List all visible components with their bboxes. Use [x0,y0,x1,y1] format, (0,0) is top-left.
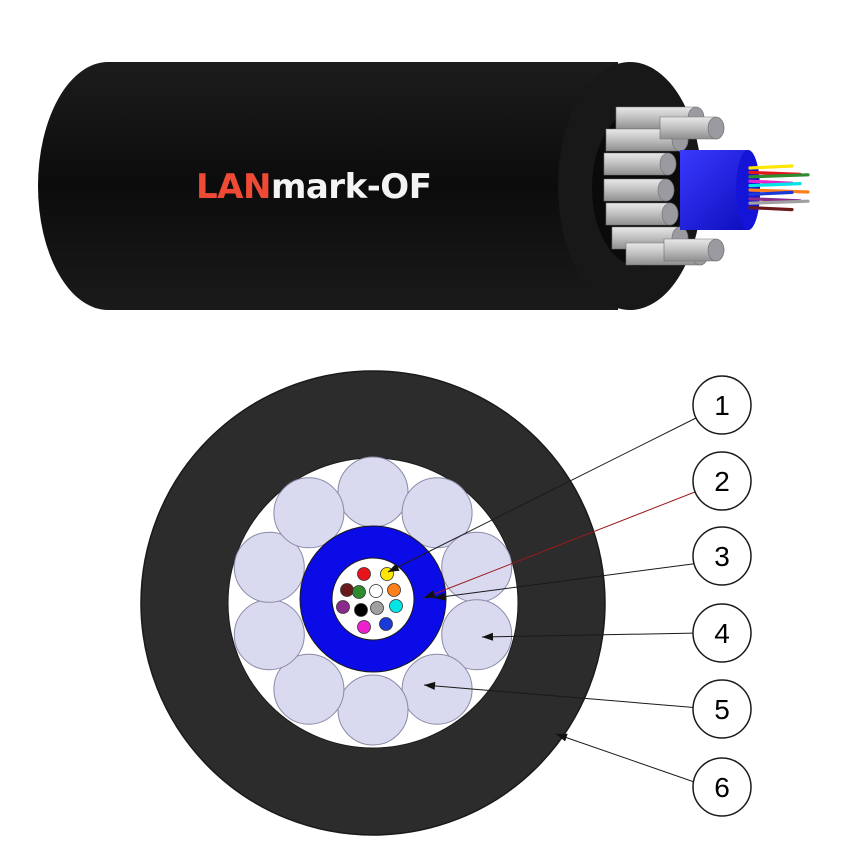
optical-fiber [354,603,368,617]
callout-6: 6 [692,757,752,817]
strength-member [441,599,513,671]
brand-prefix: LAN [196,167,271,207]
callout-leaders [387,415,701,785]
callout-6-label: 6 [714,772,730,803]
optical-fiber [387,583,401,597]
optical-fiber [369,584,383,598]
brand-logo: LANmark-OF [196,167,431,207]
fiber-3d [748,182,802,188]
strength-member [401,653,473,725]
optical-fiber [389,599,403,613]
strength-member-3d-end [707,116,725,140]
leader-line-3 [433,562,701,599]
arrowhead [424,681,436,690]
callout-1: 1 [692,375,752,435]
strength-member [233,531,305,603]
fibers-3d [748,164,810,212]
optical-fiber [352,585,366,599]
strength-member [337,456,409,528]
callout-markers: 1 2 3 4 5 6 [692,375,752,817]
leader-line-2 [423,489,701,599]
arrowhead [388,563,400,572]
cable-cross-section [140,370,606,836]
fiber-3d [748,206,794,212]
strength-member [233,599,305,671]
callout-2: 2 [692,451,752,511]
leader-line-4 [481,632,701,638]
callout-arrowheads [388,563,568,742]
optical-fiber [370,601,384,615]
fiber-gel-core [331,557,415,641]
leader-line-6 [555,733,701,785]
fiber-3d [748,188,810,194]
strength-members [233,456,513,746]
leader-line-1 [387,415,701,573]
fiber-3d [748,173,810,179]
strength-member [337,674,409,746]
callout-3-label: 3 [714,541,730,572]
strength-member [273,477,345,549]
optical-fiber [340,583,354,597]
leader-line-5 [423,684,701,709]
fiber-3d [748,164,794,170]
callout-4: 4 [692,603,752,663]
strength-member-3d-end [707,238,725,262]
callout-3: 3 [692,526,752,586]
cable-jacket-3d [38,62,618,310]
strength-member-3d-end [657,178,675,202]
optical-fiber [379,617,393,631]
cable-3d-view: LANmark-OF [38,62,810,310]
arrowhead [424,590,436,598]
arrowhead [482,632,494,641]
optical-fiber [336,600,350,614]
optical-fiber [357,620,371,634]
optical-fibers [336,567,403,634]
strength-member [273,653,345,725]
strength-member-3d-end [661,202,679,226]
buffer-tube-3d-end [736,150,760,230]
callout-2-label: 2 [714,466,730,497]
arrowhead [556,733,568,742]
callout-5-label: 5 [714,694,730,725]
arrowhead [434,592,446,601]
callout-1-label: 1 [714,390,730,421]
fiber-3d [748,190,794,196]
strength-member-3d-end [659,152,677,176]
fiber-3d [748,199,810,205]
callout-5: 5 [692,679,752,739]
callout-4-label: 4 [714,618,730,649]
strength-members-3d [603,106,725,266]
optical-fiber [357,567,371,581]
brand-suffix: mark-OF [271,167,432,207]
